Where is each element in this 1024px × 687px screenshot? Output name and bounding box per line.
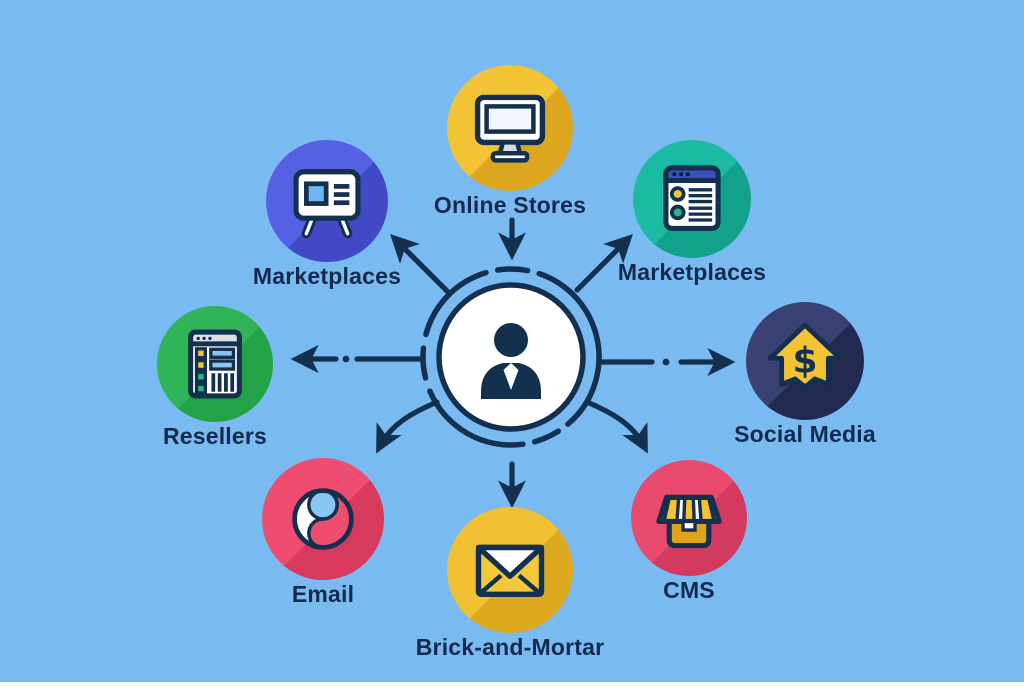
brick-and-mortar-circle (447, 507, 573, 633)
node-online-stores: Online Stores (410, 65, 610, 219)
social-media-label: Social Media (734, 421, 876, 447)
arrow-left-dot (342, 355, 350, 363)
central-hub (420, 266, 602, 448)
browser-list-icon (663, 165, 721, 231)
catalog-window-icon (188, 329, 242, 399)
dollar-house-icon: $ (767, 322, 843, 390)
arrow-top-right (574, 234, 633, 293)
storefront-icon (656, 494, 722, 549)
marketplaces-right-circle (633, 140, 751, 258)
bottom-edge-strip (0, 682, 1024, 687)
cms-circle (631, 460, 747, 576)
brick-and-mortar-label: Brick-and-Mortar (415, 634, 605, 660)
marketplaces-right-label: Marketplaces (617, 259, 767, 285)
envelope-icon (475, 544, 545, 597)
cms-label: CMS (663, 577, 715, 603)
arrow-bottom-right (584, 399, 648, 454)
social-media-circle: $ (746, 302, 864, 420)
svg-text:$: $ (792, 341, 817, 382)
resellers-label: Resellers (162, 423, 268, 449)
marketplaces-left-label: Marketplaces (252, 263, 402, 289)
node-marketplaces-left: Marketplaces (227, 140, 427, 290)
node-email: Email (223, 458, 423, 608)
node-cms: CMS (589, 460, 789, 604)
online-stores-label: Online Stores (433, 192, 587, 218)
resellers-circle (157, 306, 273, 422)
email-label: Email (291, 581, 355, 607)
online-stores-circle (447, 65, 573, 191)
arrow-top-left (390, 234, 450, 294)
swirl-icon (292, 488, 354, 550)
arrow-right-dot (662, 358, 670, 366)
node-resellers: Resellers (115, 306, 315, 450)
arrow-bottom-left (376, 399, 440, 454)
presentation-board-icon (293, 169, 361, 239)
marketplaces-left-circle (266, 140, 388, 262)
node-brick-and-mortar: Brick-and-Mortar (410, 507, 610, 661)
email-circle (262, 458, 384, 580)
desktop-monitor-icon (474, 94, 546, 163)
node-social-media: $ Social Media (705, 302, 905, 448)
person-icon (481, 323, 541, 399)
hub-outer-ring (420, 266, 602, 448)
node-marketplaces-right: Marketplaces (592, 140, 792, 286)
